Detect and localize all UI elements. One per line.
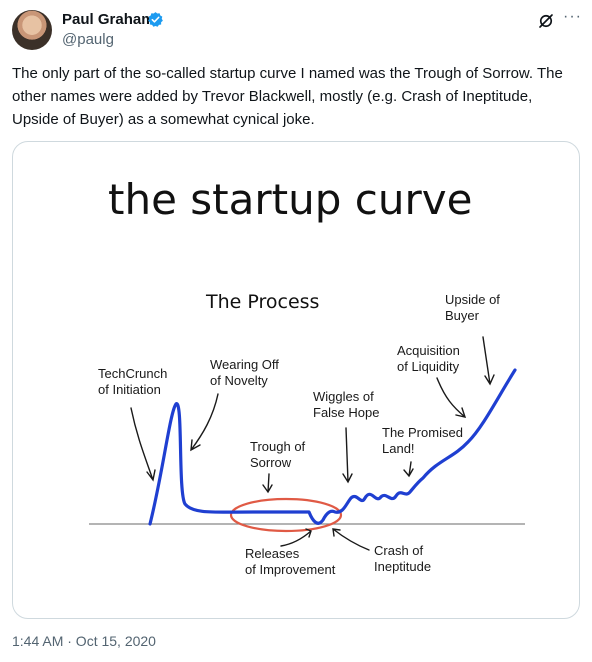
label-acquisition-1: Acquisition (397, 343, 460, 358)
label-promised-2: Land! (382, 441, 415, 456)
author-handle[interactable]: @paulg (62, 31, 114, 48)
arrow-novelty (190, 393, 219, 452)
label-promised-1: The Promised (382, 425, 463, 440)
arrow-crash (332, 528, 370, 551)
arrow-releases (280, 528, 312, 547)
label-trough-2: Sorrow (250, 455, 292, 470)
label-novelty-1: Wearing Off (210, 357, 279, 372)
label-acquisition-2: of Liquidity (397, 359, 460, 374)
more-horizontal-icon[interactable]: ··· (563, 8, 582, 25)
label-upside-2: Buyer (445, 308, 480, 323)
arrow-techcrunch (130, 407, 156, 482)
trough-circle (229, 497, 343, 533)
label-releases-2: of Improvement (245, 562, 336, 577)
verified-badge-icon (148, 12, 163, 27)
avatar[interactable] (12, 10, 52, 50)
label-releases-1: Releases (245, 546, 300, 561)
image-subtitle: The Process (205, 291, 319, 313)
label-crash-2: Ineptitude (374, 559, 431, 574)
arrow-upside (482, 336, 495, 386)
arrow-wiggles (342, 427, 353, 484)
tweet-timestamp[interactable]: 1:44 AM · Oct 15, 2020 (12, 633, 156, 649)
label-novelty-2: of Novelty (210, 373, 268, 388)
label-upside-1: Upside of (445, 292, 500, 307)
arrow-trough (262, 473, 273, 494)
image-title: the startup curve (108, 175, 472, 224)
arrow-promised (403, 461, 414, 478)
author-name[interactable]: Paul Graham (62, 11, 155, 28)
tweet-text: The only part of the so-called startup c… (12, 65, 563, 128)
label-wiggles-1: Wiggles of (313, 389, 374, 404)
label-techcrunch-2: of Initiation (98, 382, 161, 397)
startup-curve (148, 368, 517, 526)
label-crash-1: Crash of (374, 543, 424, 558)
arrow-acquisition (436, 377, 467, 418)
label-trough-1: Trough of (250, 439, 306, 454)
label-wiggles-2: False Hope (313, 405, 379, 420)
grok-icon[interactable] (537, 12, 555, 30)
tweet-image[interactable]: the startup curve The Process TechCrunch… (12, 141, 580, 619)
label-techcrunch-1: TechCrunch (98, 366, 167, 381)
